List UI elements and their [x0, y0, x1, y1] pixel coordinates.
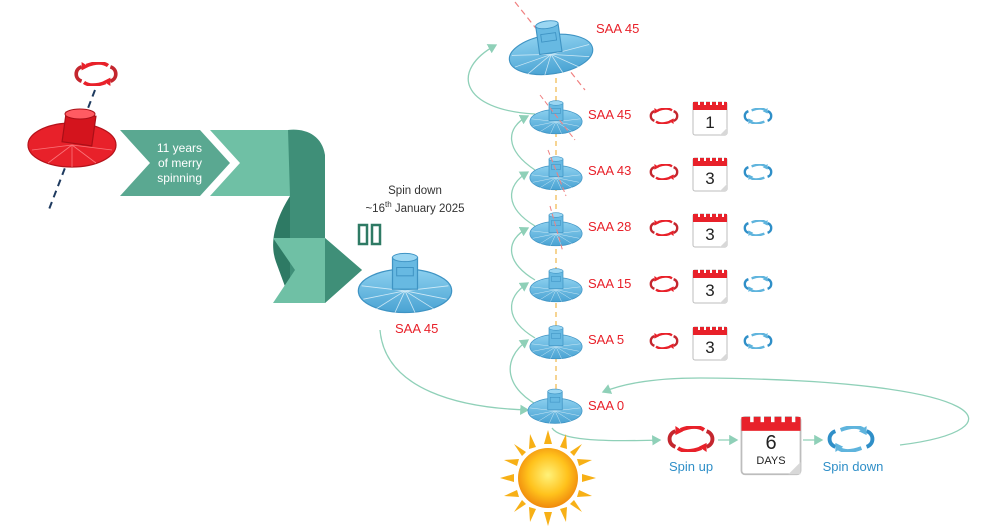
satellite-icon [529, 94, 583, 141]
satellite-icon [529, 325, 583, 360]
top-satellite-label: SAA 45 [596, 21, 640, 36]
rotate-ccw-icon [649, 164, 679, 180]
rotate-cw-icon [743, 333, 773, 349]
satellite-icon [529, 149, 583, 197]
step-label: SAA 45 [588, 107, 632, 122]
ribbon-line-1: 11 years [156, 141, 202, 155]
arrows [379, 44, 970, 446]
sun-icon [500, 430, 596, 526]
calendar-days: 3 [705, 225, 715, 244]
left-satellite-label: SAA 45 [395, 321, 439, 336]
big-calendar-number: 6 [765, 432, 777, 454]
red-satellite [27, 89, 117, 213]
calendar-days: 3 [705, 281, 715, 300]
satellite-icon [529, 205, 583, 253]
satellite-icon [357, 252, 453, 314]
step-label: SAA 15 [588, 276, 632, 291]
rotate-ccw-icon [74, 62, 118, 87]
ribbon-line-3: spinning [157, 171, 202, 185]
satellite-icon [504, 14, 596, 81]
big-calendar-days: DAYS [756, 455, 786, 467]
rotate-ccw-icon [649, 220, 679, 236]
spin-down-note-line2: ~16th January 2025 [365, 200, 465, 215]
rotate-cw-icon [743, 276, 773, 292]
sun-line-top [514, 1, 586, 91]
spin-down-note-line1: Spin down [388, 185, 442, 197]
rotate-ccw-icon [649, 108, 679, 124]
spin-down-note: Spin down ~16th January 2025 [345, 184, 485, 216]
ribbon-line-2: of merry [157, 156, 202, 170]
pause-icon [357, 223, 382, 246]
saa0-label: SAA 0 [588, 398, 625, 413]
satellite-icon [529, 268, 583, 303]
ribbon-text: 11 years of merry spinning [140, 141, 202, 186]
satellite-icon [527, 388, 583, 424]
spin-up-label: Spin up [668, 459, 714, 474]
calendar-days: 3 [705, 169, 715, 188]
step-label: SAA 28 [588, 219, 632, 234]
rotate-ccw-icon [649, 276, 679, 292]
rotate-cw-icon [827, 426, 875, 452]
rotate-ccw-icon [667, 426, 715, 452]
rotate-cw-icon [743, 220, 773, 236]
rotate-cw-icon [743, 164, 773, 180]
ribbon-arrow [120, 129, 362, 303]
step-label: SAA 43 [588, 163, 632, 178]
step-label: SAA 5 [588, 332, 625, 347]
rotate-cw-icon [743, 108, 773, 124]
spin-down-label: Spin down [822, 459, 884, 474]
calendar-days: 1 [705, 113, 715, 132]
calendar-days: 3 [705, 338, 715, 357]
rotate-ccw-icon [649, 333, 679, 349]
